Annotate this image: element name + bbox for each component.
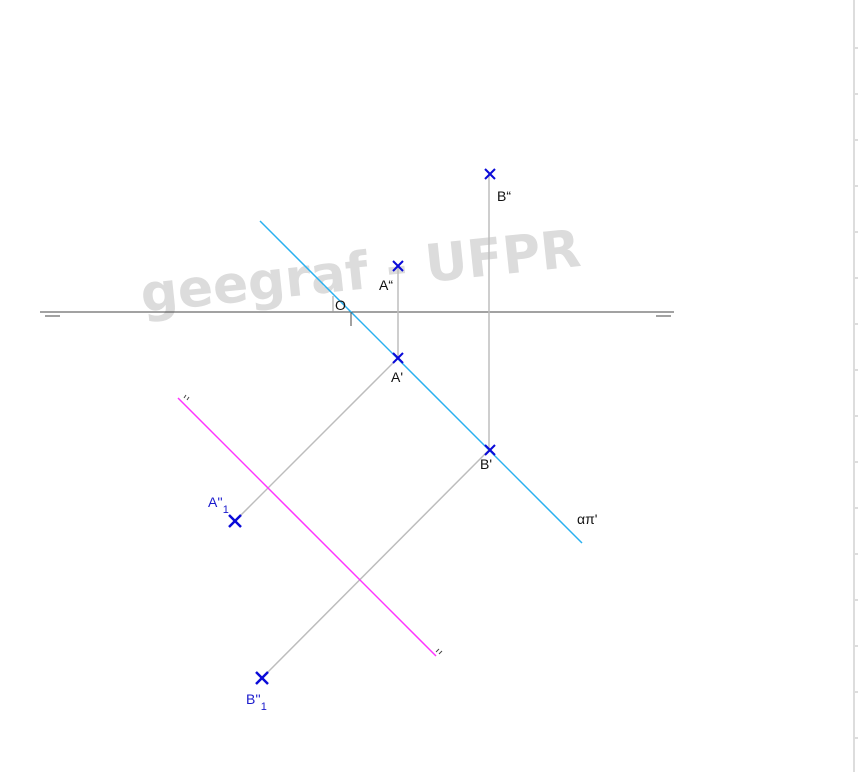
transfer-line-a — [234, 357, 399, 522]
point-b-new-label-sub: 1 — [261, 701, 267, 713]
point-b-new-label-main: B'' — [246, 691, 261, 707]
new-ground-line — [177, 397, 437, 657]
edge-ruler — [853, 0, 858, 772]
watermark: geegraf - UFPR — [138, 219, 584, 325]
point-b-new-marker — [255, 671, 269, 685]
point-b-horizontal-marker — [484, 444, 496, 456]
transfer-line-b — [261, 449, 490, 679]
point-a-horizontal-marker — [392, 352, 404, 364]
origin-label: O — [335, 297, 346, 313]
plane-trace-line — [259, 220, 583, 544]
new-ground-line-marks — [183, 394, 443, 655]
point-a-horizontal-label: A' — [391, 369, 403, 385]
point-a-new-label-main: A'' — [208, 494, 223, 510]
point-a-new-label: A''1 — [208, 494, 229, 516]
point-b-horizontal-label: B' — [480, 456, 492, 472]
point-a-new-label-sub: 1 — [223, 504, 229, 516]
point-b-vertical-marker — [484, 168, 496, 180]
point-a-new-marker — [228, 514, 242, 528]
point-b-vertical-label: B“ — [497, 188, 511, 204]
plane-trace-label: απ' — [577, 511, 597, 527]
point-a-vertical-label: A“ — [379, 277, 393, 293]
point-b-new-label: B''1 — [246, 691, 267, 713]
point-a-vertical-marker — [392, 260, 404, 272]
